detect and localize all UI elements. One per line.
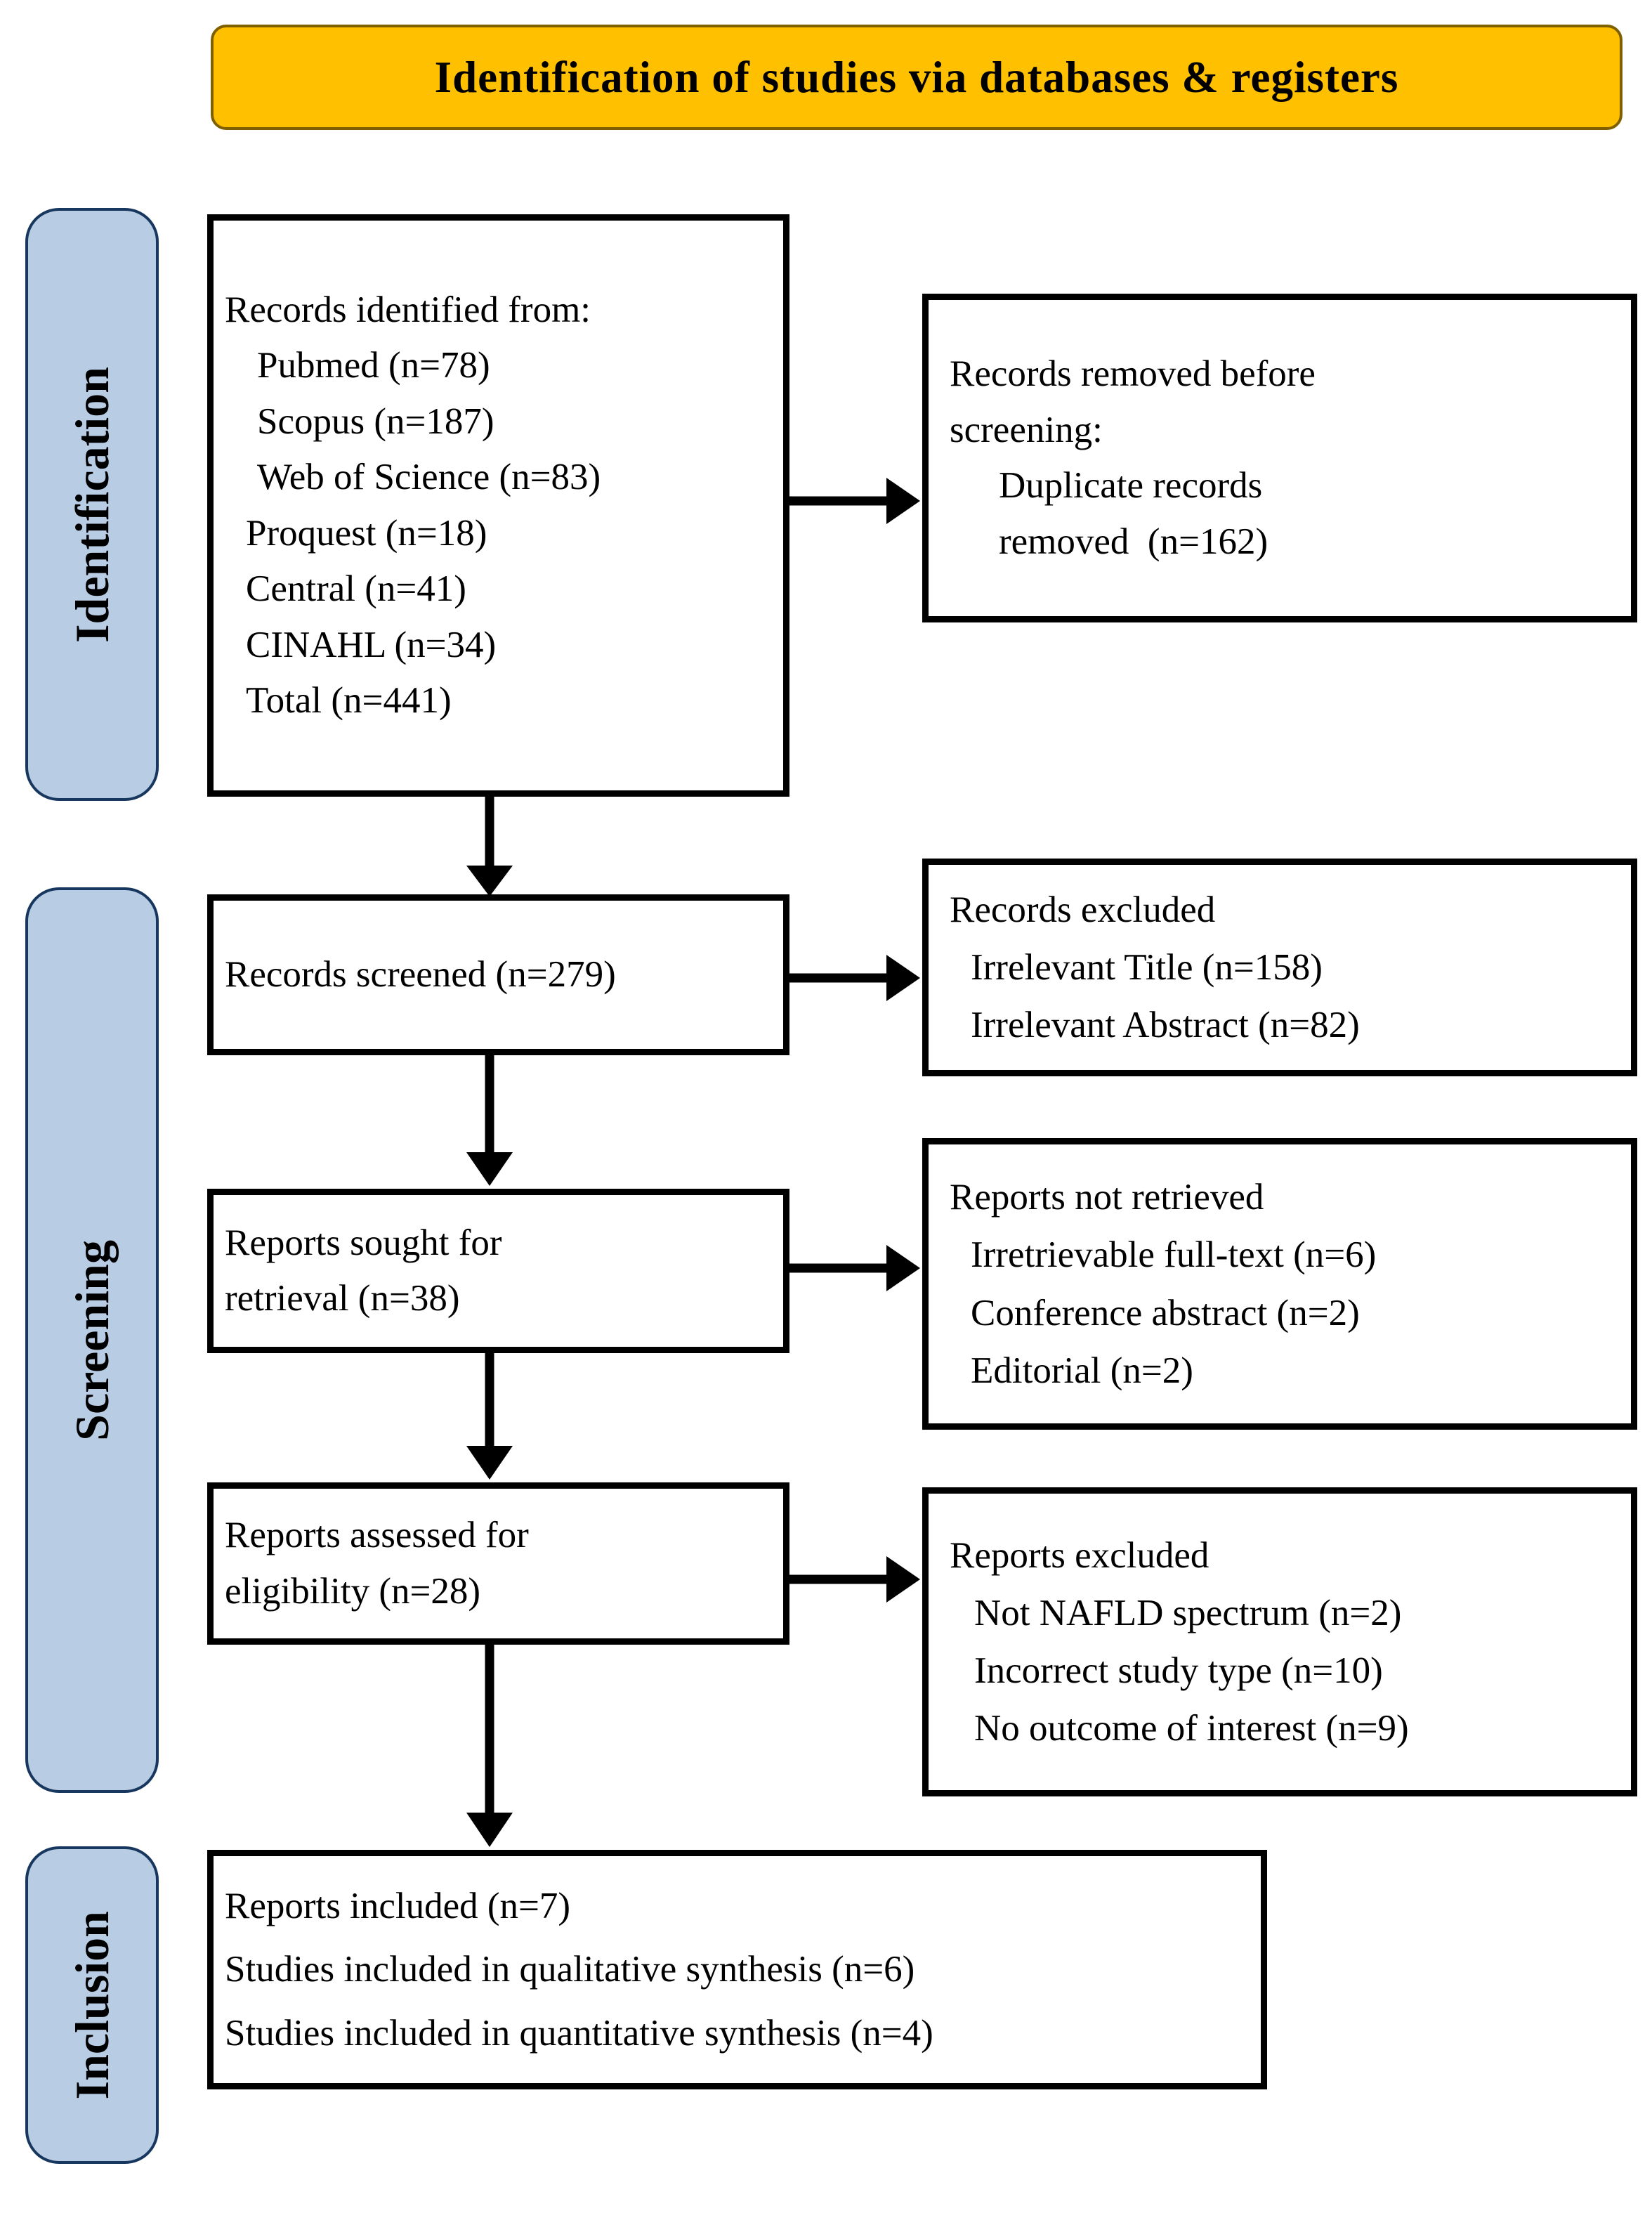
stage-label-text: Identification <box>65 366 119 643</box>
source-item: Proquest (n=18) <box>246 512 487 554</box>
source-item: Total (n=441) <box>246 680 452 721</box>
included-line: Studies included in quantitative synthes… <box>225 2012 933 2054</box>
arrow-identified-to-removed <box>789 478 920 524</box>
source-item: Web of Science (n=83) <box>257 457 601 497</box>
exclusion-item: Irrelevant Title (n=158) <box>971 946 1323 988</box>
stage-label-inclusion: Inclusion <box>25 1846 159 2164</box>
exclusion-item: Irretrievable full-text (n=6) <box>971 1234 1377 1276</box>
box-title: Reports sought for retrieval (n=38) <box>225 1222 511 1319</box>
exclusion-item: Not NAFLD spectrum (n=2) <box>974 1592 1402 1633</box>
exclusion-item: Editorial (n=2) <box>971 1350 1193 1391</box>
stage-label-identification: Identification <box>25 208 159 801</box>
reports-sought-box: Reports sought for retrieval (n=38) <box>207 1189 789 1353</box>
records-excluded-box: Records excluded Irrelevant Title (n=158… <box>922 859 1637 1076</box>
source-item: CINAHL (n=34) <box>246 624 497 665</box>
records-screened-box: Records screened (n=279) <box>207 894 789 1055</box>
box-title: Reports not retrieved <box>950 1177 1264 1218</box>
exclusion-item: No outcome of interest (n=9) <box>974 1708 1409 1749</box>
box-title: Records excluded <box>950 889 1216 930</box>
diagram-title: Identification of studies via databases … <box>434 52 1399 102</box>
diagram-title-banner: Identification of studies via databases … <box>211 25 1622 130</box>
arrow-identified-to-screened <box>466 797 513 896</box>
arrow-screened-to-excluded <box>789 955 920 1001</box>
reports-excluded-box: Reports excluded Not NAFLD spectrum (n=2… <box>922 1487 1637 1796</box>
source-item: Scopus (n=187) <box>257 400 494 442</box>
exclusion-item: Duplicate records removed (n=162) <box>999 465 1272 562</box>
arrow-assessed-to-included <box>466 1645 513 1847</box>
reports-not-retrieved-box: Reports not retrieved Irretrievable full… <box>922 1138 1637 1430</box>
arrow-sought-to-assessed <box>466 1353 513 1480</box>
source-item: Pubmed (n=78) <box>257 345 490 386</box>
box-title: Reports assessed for eligibility (n=28) <box>225 1515 538 1612</box>
arrow-sought-to-notretrieved <box>789 1245 920 1291</box>
arrow-screened-to-sought <box>466 1055 513 1186</box>
stage-label-text: Inclusion <box>65 1910 119 2100</box>
box-title: Records identified from: <box>225 289 591 330</box>
exclusion-item: Irrelevant Abstract (n=82) <box>971 1005 1360 1046</box>
arrow-assessed-to-excluded <box>789 1556 920 1603</box>
included-line: Reports included (n=7) <box>225 1886 571 1927</box>
exclusion-item: Conference abstract (n=2) <box>971 1292 1360 1333</box>
reports-included-box: Reports included (n=7) Studies included … <box>207 1850 1267 2089</box>
records-removed-box: Records removed before screening: Duplic… <box>922 294 1637 622</box>
stage-label-text: Screening <box>65 1239 119 1441</box>
reports-assessed-box: Reports assessed for eligibility (n=28) <box>207 1482 789 1645</box>
box-title: Reports excluded <box>950 1534 1210 1576</box>
box-title: Records removed before screening: <box>950 353 1325 450</box>
stage-label-screening: Screening <box>25 887 159 1793</box>
box-title: Records screened (n=279) <box>225 953 616 995</box>
records-identified-box: Records identified from: Pubmed (n=78) S… <box>207 214 789 797</box>
included-line: Studies included in qualitative synthesi… <box>225 1949 915 1990</box>
source-item: Central (n=41) <box>246 568 466 609</box>
exclusion-item: Incorrect study type (n=10) <box>974 1650 1383 1691</box>
